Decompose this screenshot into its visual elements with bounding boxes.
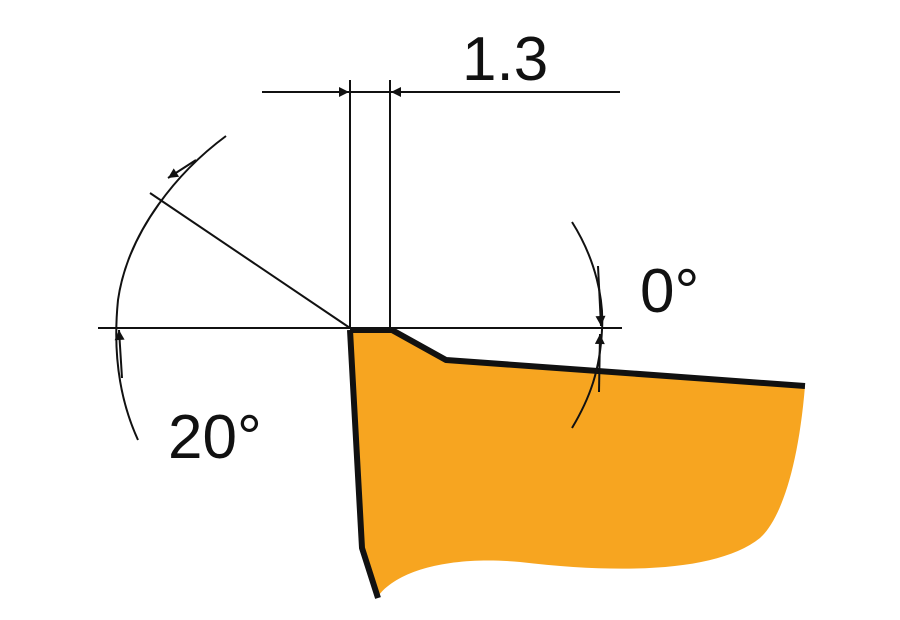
insert-cutting-edge — [350, 327, 806, 389]
chamfer-angle-arrow-bottom — [114, 329, 125, 379]
rake-angle-arc — [571, 221, 604, 429]
chamfer-angle-line — [149, 192, 351, 329]
chamfer-angle-arc — [115, 135, 227, 441]
land-width-label: 1.3 — [462, 25, 548, 94]
rake-angle-arrow-top — [595, 265, 606, 327]
chamfer-angle-arrow-top — [167, 159, 197, 179]
rake-angle-label: 0° — [640, 257, 699, 326]
insert-body — [350, 330, 805, 596]
insert-flank-edge — [347, 329, 381, 599]
chamfer-angle-label: 20° — [168, 403, 262, 472]
rake-angle-arrow-bottom — [594, 333, 605, 393]
